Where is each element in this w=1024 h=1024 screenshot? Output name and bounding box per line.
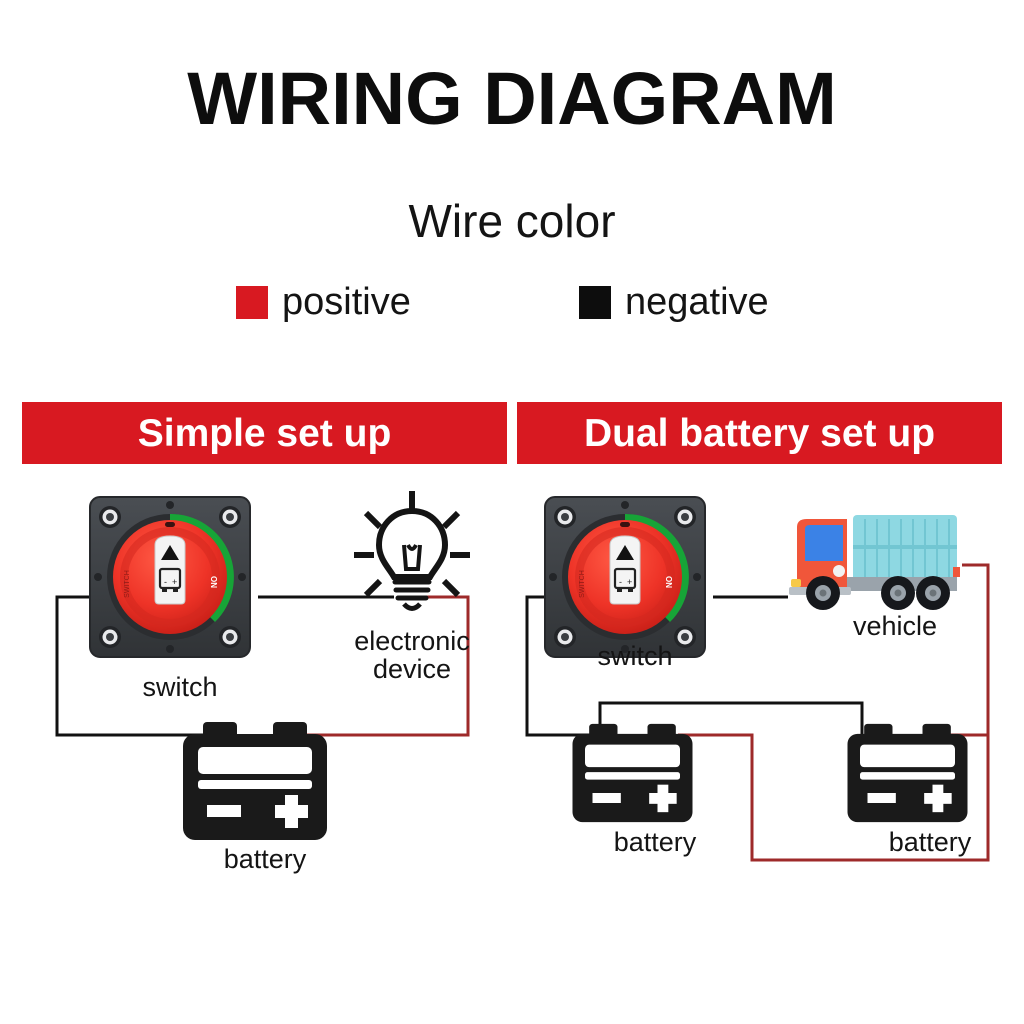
battery-icon — [572, 723, 693, 823]
device-light-bulb-simple — [352, 489, 472, 619]
vehicle-label: vehicle — [852, 611, 938, 641]
battery-icon — [183, 722, 327, 840]
battery-device-dual-2 — [845, 722, 970, 824]
legend-label-positive: positive — [282, 281, 411, 323]
vehicle-truck — [775, 505, 965, 615]
switch-on-arc-label: ON — [209, 576, 218, 588]
panel-header-simple: Simple set up — [22, 402, 507, 464]
switch-label-dual: switch — [597, 641, 673, 671]
svg-text:-: - — [164, 577, 167, 587]
svg-text:+: + — [172, 577, 177, 587]
legend-heading: Wire color — [408, 195, 616, 247]
legend-item-negative: negative — [579, 279, 769, 325]
switch-device-dual[interactable]: ON SWITCH - + — [540, 492, 710, 662]
svg-text:SWITCH: SWITCH — [579, 570, 586, 598]
switch-label-simple: switch — [142, 672, 218, 702]
page-title: WIRING DIAGRAM — [187, 57, 837, 140]
legend-item-positive: positive — [236, 279, 411, 325]
battery-device-simple — [180, 722, 330, 840]
red-square-swatch-icon — [236, 285, 268, 319]
svg-text:+: + — [627, 577, 632, 587]
battery-label-dual-2: battery — [888, 827, 972, 857]
panel-header-simple-label: Simple set up — [137, 411, 392, 455]
legend-label-negative: negative — [625, 281, 769, 323]
device-label-simple: electronic device — [354, 626, 470, 685]
panel-header-dual-label: Dual battery set up — [583, 411, 936, 455]
battery-disconnect-switch-icon[interactable]: ON SWITCH - + — [540, 492, 710, 662]
svg-text:-: - — [619, 577, 622, 587]
light-bulb-icon — [354, 491, 470, 611]
legend: positive negative — [236, 279, 796, 325]
battery-label-simple: battery — [223, 844, 307, 874]
switch-on-arc-label: ON — [664, 576, 673, 588]
switch-device-simple[interactable]: ON SWITCH - + — [85, 492, 255, 662]
svg-text:SWITCH: SWITCH — [124, 570, 131, 598]
battery-label-dual-1: battery — [613, 827, 697, 857]
truck-icon — [789, 515, 960, 610]
battery-icon — [847, 723, 968, 823]
battery-disconnect-switch-icon[interactable]: ON SWITCH - + — [85, 492, 255, 662]
black-square-swatch-icon — [579, 285, 611, 319]
battery-device-dual-1 — [570, 722, 695, 824]
panel-header-dual: Dual battery set up — [517, 402, 1002, 464]
